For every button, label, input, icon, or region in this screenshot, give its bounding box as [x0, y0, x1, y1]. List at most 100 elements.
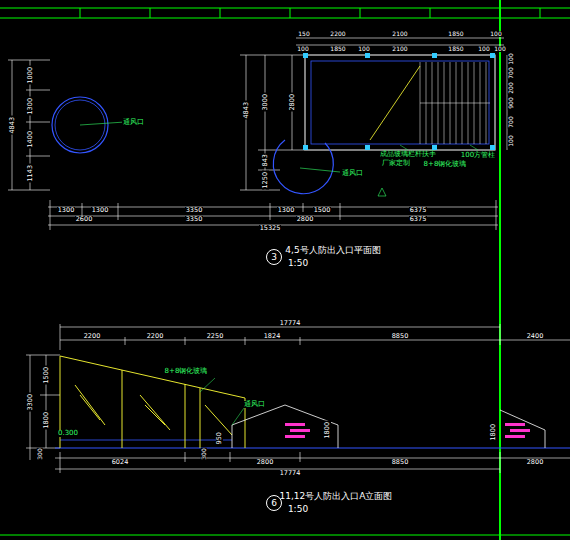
drawing-stroke: [496, 200, 497, 230]
dimension-text: 1850: [329, 46, 346, 52]
drawing-stroke: [432, 145, 437, 150]
dimension-text: 2100: [391, 31, 408, 37]
dimension-text: 843: [262, 153, 269, 167]
note-text: 100方管柱: [460, 152, 496, 159]
dimension-text: 3300: [27, 393, 34, 412]
drawing-stroke: [505, 435, 525, 438]
dimension-text: 1300: [27, 97, 34, 116]
dimension-text: 1800: [490, 423, 497, 442]
drawing-stroke: [400, 145, 478, 150]
drawing-stroke: [26, 122, 50, 123]
drawing-stroke: [80, 8, 81, 18]
dimension-text: 1850: [447, 46, 464, 52]
drawing-stroke: [60, 356, 245, 448]
drawing-stroke: [60, 324, 61, 350]
drawing-stroke: [50, 200, 51, 230]
drawing-stroke: [365, 145, 370, 150]
dimension-text: 100: [477, 46, 490, 52]
drawing-stroke: [232, 405, 338, 448]
dimension-text: 1400: [27, 130, 34, 149]
drawing-stroke: [55, 458, 570, 459]
drawing-stroke: [80, 395, 100, 420]
drawing-stroke: [118, 203, 119, 220]
drawing-stroke: [140, 395, 170, 430]
dimension-text: 100: [357, 46, 370, 52]
drawing-stroke: [55, 447, 570, 448]
dimension-text: 100: [493, 46, 506, 52]
drawing-stroke: [8, 60, 50, 61]
dimension-text: 15325: [259, 225, 282, 232]
note-text: 通风口: [341, 170, 364, 177]
drawing-stroke: [0, 8, 570, 9]
dimension-text: 2200: [329, 31, 346, 37]
drawing-stroke: [26, 156, 50, 157]
dimension-text: 300: [201, 447, 207, 460]
dimension-text: 200: [508, 81, 514, 94]
callout-circle: 3: [266, 249, 282, 265]
dimension-text: 700: [508, 115, 514, 128]
dimension-text: 100: [508, 52, 514, 65]
drawing-stroke: [240, 38, 507, 190]
drawing-stroke: [8, 190, 50, 191]
callout-circle: 6: [266, 495, 282, 511]
drawing-stroke: [185, 337, 186, 345]
drawing-stroke: [470, 145, 478, 150]
drawing-stroke: [490, 145, 495, 150]
drawing-stroke: [150, 8, 151, 18]
drawing-stroke: [40, 395, 60, 396]
drawing-stroke: [378, 188, 386, 196]
drawing-stroke: [303, 53, 495, 150]
drawing-stroke: [365, 53, 370, 58]
dimension-text: 4843: [9, 116, 16, 135]
drawing-stroke: [300, 337, 301, 345]
drawing-stroke: [370, 66, 420, 140]
dimension-text: 2800: [289, 93, 296, 112]
drawing-stroke: [285, 435, 305, 438]
drawing-stroke: [500, 410, 545, 448]
dimension-text: 2800: [256, 459, 275, 466]
dimension-text: 950: [216, 431, 223, 445]
drawing-stroke: [285, 423, 305, 426]
plan-left: [8, 60, 125, 190]
dimension-text: 1800: [43, 411, 50, 430]
drawing-stroke: [500, 324, 501, 345]
note-text: 8+8钢化玻璃: [164, 368, 209, 375]
drawing-stroke: [26, 324, 570, 473]
dimension-text: 2200: [146, 333, 165, 340]
drawing-stroke: [48, 207, 498, 208]
dimension-text: 1250: [262, 171, 269, 190]
drawing-stroke: [300, 168, 340, 172]
dimension-text: 17774: [279, 320, 302, 327]
drawing-stroke: [300, 452, 301, 462]
drawing-stroke: [273, 140, 333, 194]
dimension-text: 300: [37, 447, 43, 460]
drawing-stroke: [240, 55, 305, 56]
drawing-stroke: [55, 469, 500, 470]
drawing-stroke: [60, 452, 61, 473]
dimension-text: 6375: [409, 216, 428, 223]
drawing-stroke: [303, 53, 308, 58]
drawing-stroke: [200, 378, 215, 392]
dimension-text: 100: [296, 46, 309, 52]
dimension-text: 6024: [111, 459, 130, 466]
drawing-stroke: [0, 18, 570, 19]
drawing-stroke: [360, 8, 361, 18]
drawing-stroke: [490, 53, 495, 58]
drawing-stroke: [26, 448, 60, 449]
note-text: 通风口: [122, 119, 145, 126]
dimension-text: 1850: [447, 31, 464, 37]
dimension-text: 1300: [57, 207, 76, 214]
drawing-stroke: [60, 327, 500, 328]
drawing-stroke: [75, 385, 105, 425]
drawing-stroke: [510, 429, 530, 432]
drawing-stroke: [220, 8, 221, 18]
drawing-stroke: [122, 370, 123, 448]
drawing-stroke: [240, 190, 280, 191]
dimension-text: 1300: [277, 207, 296, 214]
drawing-title: 11,12号人防出入口A立面图: [279, 492, 394, 501]
note-text: 厂家定制: [381, 160, 411, 167]
dimension-text: 3350: [185, 216, 204, 223]
